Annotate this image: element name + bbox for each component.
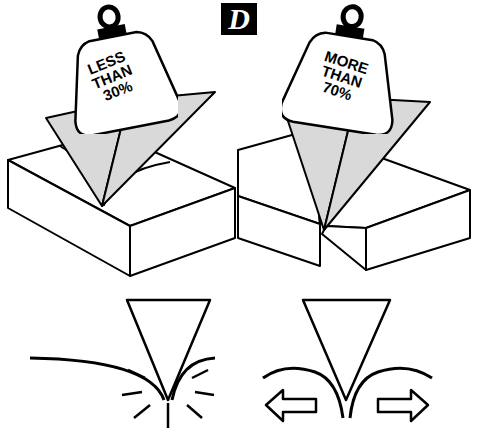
weight: LESS THAN 30% (60, 2, 178, 134)
crack-symbol (30, 300, 215, 428)
panel-letter: D (221, 3, 257, 35)
splitting-symbol (263, 300, 432, 421)
weight: MORE THAN 70% (282, 2, 406, 134)
